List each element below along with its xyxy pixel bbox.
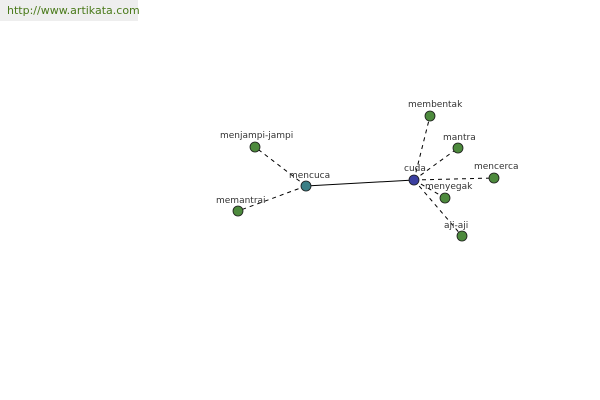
node-label-cuda[interactable]: cuda (404, 164, 426, 174)
edge-cuda-membentak (413, 115, 431, 181)
edge-cuda-mencerca (413, 177, 495, 181)
node-label-menjampi-jampi[interactable]: menjampi-jampi (220, 131, 293, 141)
node-mencuca[interactable] (300, 180, 312, 192)
node-label-memantrai[interactable]: memantrai (216, 196, 266, 206)
node-membentak[interactable] (424, 110, 436, 122)
source-url-link[interactable]: http://www.artikata.com (7, 4, 140, 17)
node-memantrai[interactable] (232, 205, 244, 217)
node-label-mencerca[interactable]: mencerca (474, 162, 518, 172)
edge-mencuca-menjampi-jampi (254, 146, 307, 187)
node-label-menyegak[interactable]: menyegak (425, 182, 473, 192)
node-label-membentak[interactable]: membentak (408, 100, 463, 110)
graph-nodes (232, 110, 500, 242)
edge-cuda-mantra (413, 147, 459, 181)
edge-cuda-menyegak (413, 179, 446, 199)
edge-cuda-mencuca (305, 179, 415, 187)
node-menyegak[interactable] (439, 192, 451, 204)
node-mencerca[interactable] (488, 172, 500, 184)
graph-edges (237, 115, 495, 237)
node-label-mantra[interactable]: mantra (443, 133, 476, 143)
node-aji-aji[interactable] (456, 230, 468, 242)
node-cuda[interactable] (408, 174, 420, 186)
graph-labels: cuda mencuca membentak mantra mencercamenyeg… (216, 100, 518, 231)
node-menjampi-jampi[interactable] (249, 141, 261, 153)
node-mantra[interactable] (452, 142, 464, 154)
source-url-bar: http://www.artikata.com (0, 0, 140, 21)
node-label-aji-aji[interactable]: aji-aji (444, 221, 468, 231)
node-label-mencuca[interactable]: mencuca (289, 171, 330, 181)
